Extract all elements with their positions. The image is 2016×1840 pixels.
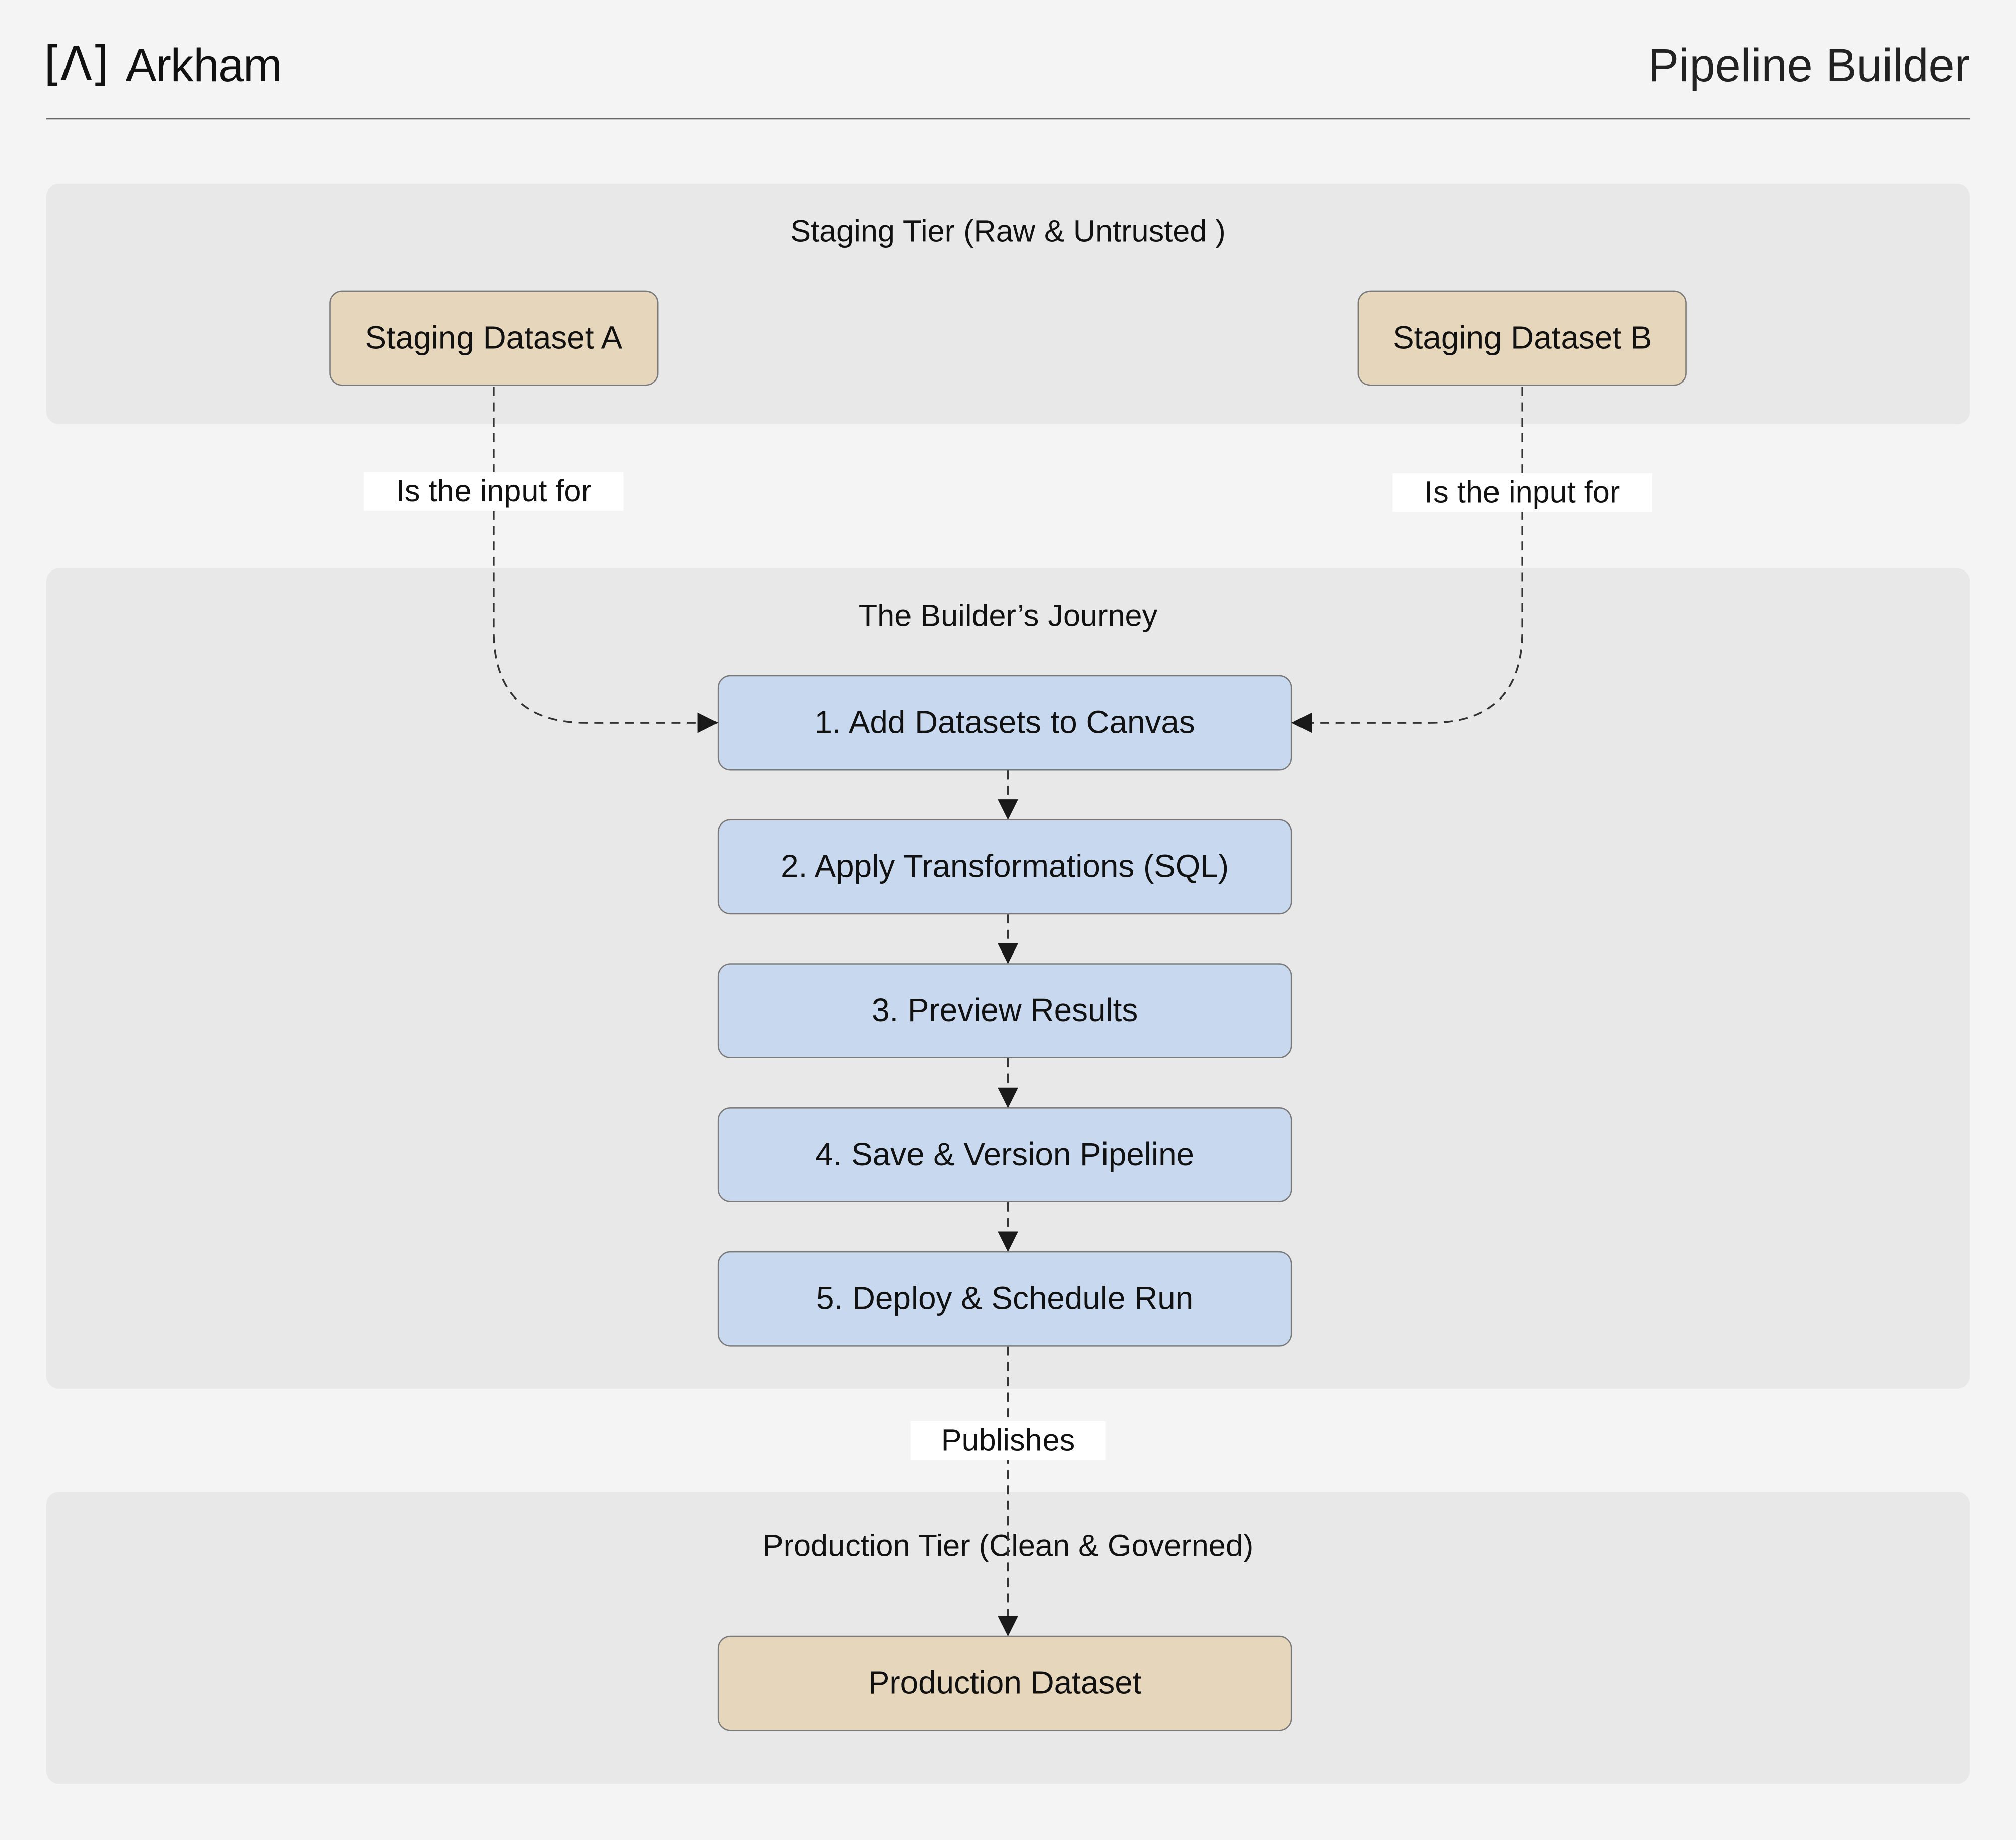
edge-staging-a-to-step-1 [493, 387, 719, 733]
production-dataset-node[interactable]: Production Dataset [717, 1635, 1292, 1731]
step-preview-results-node[interactable]: 3. Preview Results [717, 963, 1292, 1059]
brand-name: Arkham [125, 38, 282, 92]
arkham-logo-icon: [Λ] [43, 38, 109, 92]
step-deploy-schedule-node[interactable]: 5. Deploy & Schedule Run [717, 1251, 1292, 1347]
edge-label-staging-a: Is the input for [364, 472, 624, 511]
builder-journey-title: The Builder’s Journey [858, 599, 1158, 634]
step-add-datasets-node[interactable]: 1. Add Datasets to Canvas [717, 675, 1292, 771]
page-title: Pipeline Builder [1648, 38, 1970, 92]
staging-dataset-a-node[interactable]: Staging Dataset A [329, 290, 659, 386]
brand[interactable]: [Λ] Arkham [43, 36, 282, 95]
step-apply-transformations-node[interactable]: 2. Apply Transformations (SQL) [717, 819, 1292, 915]
step-save-version-node[interactable]: 4. Save & Version Pipeline [717, 1107, 1292, 1202]
edge-label-publishes: Publishes [910, 1421, 1106, 1460]
edge-label-staging-b: Is the input for [1392, 473, 1652, 512]
edge-staging-b-to-step-1 [1291, 387, 1523, 733]
staging-tier-title: Staging Tier (Raw & Untrusted ) [790, 215, 1226, 250]
header-divider [46, 118, 1970, 120]
staging-dataset-b-node[interactable]: Staging Dataset B [1357, 290, 1687, 386]
